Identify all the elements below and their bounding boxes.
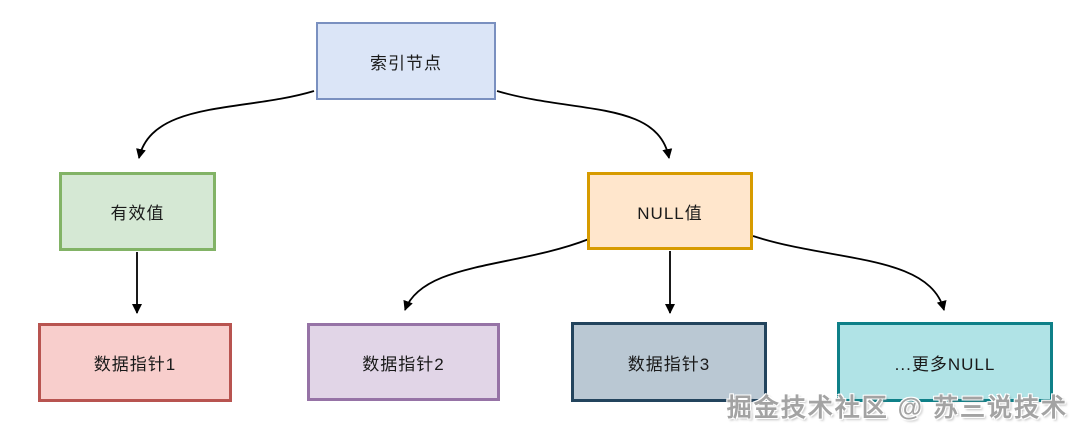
node-more-null: ...更多NULL [837, 322, 1053, 402]
node-more-null-label: ...更多NULL [894, 354, 996, 374]
edge-null-to-pointer2 [403, 238, 590, 311]
node-data-pointer-2: 数据指针2 [307, 323, 500, 401]
node-index-node-label: 索引节点 [370, 53, 442, 73]
node-valid-value: 有效值 [59, 172, 216, 251]
edge-null-to-morenull [752, 235, 947, 311]
node-null-value-label: NULL值 [637, 203, 703, 223]
node-data-pointer-1-label: 数据指针1 [93, 355, 177, 374]
node-index-node: 索引节点 [316, 22, 496, 100]
edge-index-to-valid [136, 90, 315, 159]
edge-index-to-null [496, 90, 673, 159]
node-data-pointer-3: 数据指针3 [571, 322, 767, 402]
node-data-pointer-3-label: 数据指针3 [627, 354, 711, 374]
node-null-value: NULL值 [587, 172, 753, 250]
node-valid-value-label: 有效值 [110, 204, 165, 223]
node-data-pointer-2-label: 数据指针2 [362, 354, 445, 374]
node-data-pointer-1: 数据指针1 [38, 323, 232, 402]
